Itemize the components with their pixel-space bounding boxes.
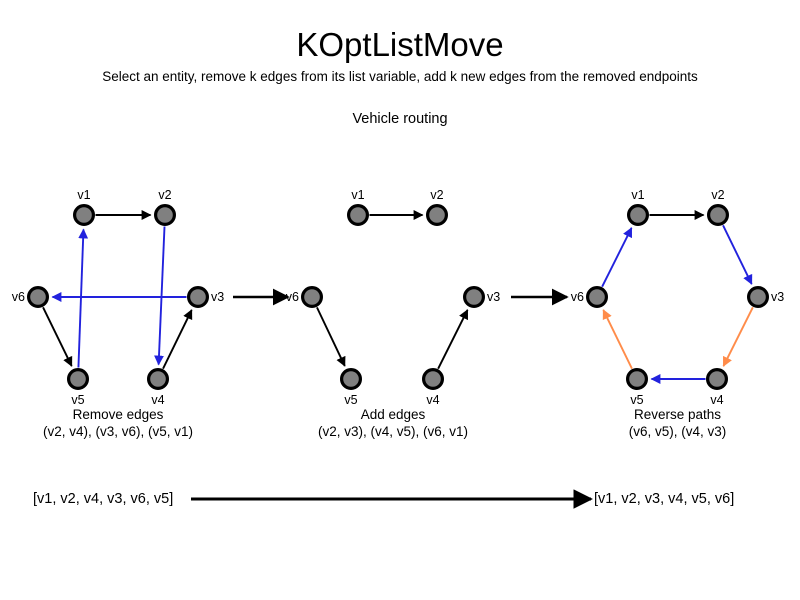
node-disc[interactable] [625, 368, 648, 391]
node-label-v3: v3 [211, 290, 224, 304]
node-reverse-v5[interactable]: v5 [625, 368, 648, 407]
node-label-v6: v6 [571, 290, 584, 304]
panel-caption-reverse: Reverse paths (v6, v5), (v4, v3) [478, 406, 800, 440]
node-label-v6: v6 [12, 290, 25, 304]
node-label-v6: v6 [286, 290, 299, 304]
node-label-v2: v2 [711, 188, 724, 202]
node-label-v2: v2 [430, 188, 443, 202]
node-disc[interactable] [463, 286, 486, 309]
caption-title: Reverse paths [633, 407, 722, 422]
node-label-v3: v3 [771, 290, 784, 304]
node-label-v4: v4 [151, 393, 164, 407]
node-disc[interactable] [27, 286, 49, 309]
node-disc[interactable] [585, 286, 608, 309]
node-add-v3[interactable]: v3 [463, 286, 501, 309]
caption-detail: (v2, v3), (v4, v5), (v6, v1) [317, 424, 469, 439]
edge-add-v6-to-v5 [316, 306, 346, 367]
node-disc[interactable] [340, 368, 363, 391]
node-disc[interactable] [706, 204, 729, 227]
node-add-v4[interactable]: v4 [422, 368, 445, 407]
node-disc[interactable] [746, 286, 769, 309]
edge-remove-v5-to-v1 [77, 228, 89, 368]
edge-reverse-v2-to-v3 [722, 224, 753, 285]
caption-detail: (v2, v4), (v3, v6), (v5, v1) [42, 424, 194, 439]
node-label-v5: v5 [71, 393, 84, 407]
node-disc[interactable] [426, 204, 449, 227]
edge-remove-v2-to-v4 [154, 226, 166, 366]
node-remove-v1[interactable]: v1 [72, 188, 95, 227]
node-disc[interactable] [72, 204, 95, 227]
node-label-v5: v5 [344, 393, 357, 407]
nodes-group: v1 v2 v6 v3 v5 v4 v1 v2 v6 v3 v5 v4 v1 v2 v6 v3 v5 v4 [12, 188, 784, 407]
node-disc[interactable] [187, 286, 210, 309]
node-label-v1: v1 [77, 188, 90, 202]
edge-add-v4-to-v3 [437, 309, 469, 370]
node-reverse-v4[interactable]: v4 [705, 368, 728, 407]
node-disc[interactable] [705, 368, 728, 391]
page-title: KOptListMove [296, 26, 504, 63]
node-remove-v4[interactable]: v4 [147, 368, 170, 407]
node-label-v2: v2 [158, 188, 171, 202]
node-add-v1[interactable]: v1 [347, 188, 370, 227]
page-subtitle: Select an entity, remove k edges from it… [102, 69, 698, 84]
node-label-v3: v3 [487, 290, 500, 304]
edge-reverse-v5-to-v6 [602, 309, 633, 370]
edges-group [42, 210, 754, 384]
caption-detail: (v6, v5), (v4, v3) [628, 424, 727, 439]
node-remove-v5[interactable]: v5 [66, 368, 89, 407]
node-remove-v6[interactable]: v6 [12, 286, 49, 309]
node-reverse-v6[interactable]: v6 [571, 286, 608, 309]
node-remove-v3[interactable]: v3 [187, 286, 225, 309]
node-disc[interactable] [147, 368, 170, 391]
edge-remove-v4-to-v3 [162, 309, 193, 370]
section-label: Vehicle routing [352, 111, 448, 127]
node-disc[interactable] [347, 204, 370, 227]
edge-reverse-v6-to-v1 [601, 227, 633, 288]
panel-caption-add: Add edges (v2, v3), (v4, v5), (v6, v1) [193, 406, 593, 440]
node-reverse-v1[interactable]: v1 [626, 188, 649, 227]
caption-title: Add edges [360, 407, 426, 422]
list-after: [v1, v2, v3, v4, v5, v6] [594, 491, 735, 507]
panel-caption-remove: Remove edges (v2, v4), (v3, v6), (v5, v1… [0, 406, 318, 440]
node-label-v1: v1 [351, 188, 364, 202]
list-before: [v1, v2, v4, v3, v6, v5] [33, 491, 174, 507]
node-label-v1: v1 [631, 188, 644, 202]
node-remove-v2[interactable]: v2 [154, 188, 177, 227]
node-add-v5[interactable]: v5 [340, 368, 363, 407]
node-disc[interactable] [301, 286, 324, 309]
node-add-v6[interactable]: v6 [286, 286, 324, 309]
caption-title: Remove edges [72, 407, 164, 422]
edge-reverse-v3-to-v4 [722, 306, 754, 367]
node-label-v4: v4 [710, 393, 723, 407]
node-add-v2[interactable]: v2 [426, 188, 449, 227]
node-disc[interactable] [66, 368, 89, 391]
node-label-v5: v5 [630, 393, 643, 407]
node-reverse-v3[interactable]: v3 [746, 286, 785, 309]
node-disc[interactable] [154, 204, 177, 227]
node-disc[interactable] [626, 204, 649, 227]
node-label-v4: v4 [426, 393, 439, 407]
node-disc[interactable] [422, 368, 445, 391]
node-reverse-v2[interactable]: v2 [706, 188, 729, 227]
edge-remove-v6-to-v5 [42, 306, 73, 367]
